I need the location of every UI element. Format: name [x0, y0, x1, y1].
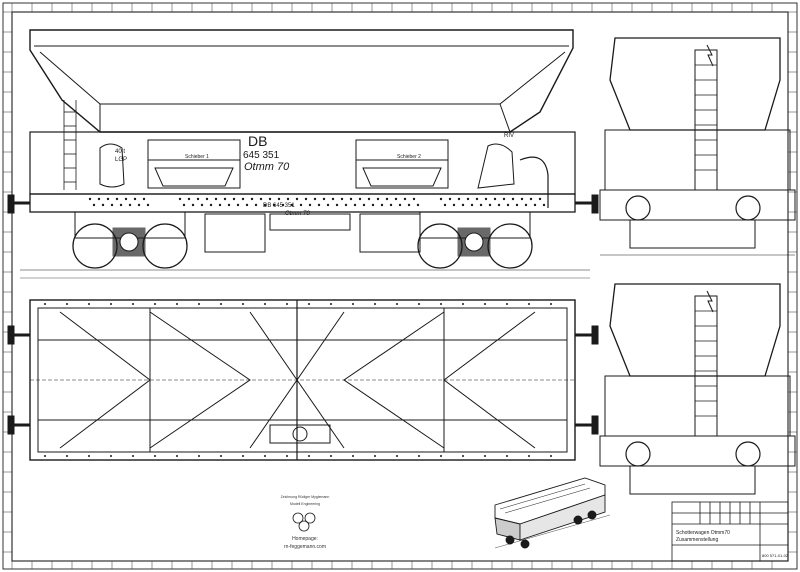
drawing-number: 800 571-01-02: [762, 553, 789, 558]
logo-icon: [292, 512, 316, 532]
credits-line2: Modell Engineering: [290, 502, 320, 506]
title-block-subtitle: Zusammenstellung: [676, 537, 718, 543]
homepage-label: Homepage:: [292, 536, 318, 542]
title-block-title: Schotterwagen Otmm70: [676, 530, 730, 536]
load-label: 40 t: [115, 149, 125, 155]
credits-line1: Zeichnung Rüdiger Mygiemann: [281, 495, 330, 499]
side-view: [7, 29, 599, 279]
lower-class: Otmm 70: [285, 211, 310, 217]
rail-mark: RIV: [504, 133, 514, 139]
credits-block: Zeichnung Rüdiger Mygiemann Modell Engin…: [281, 495, 330, 550]
title-block: [671, 501, 789, 562]
top-view: [7, 299, 599, 461]
wagon-number: 645 351: [243, 150, 280, 161]
bogie-right: [417, 211, 533, 269]
wagon-3d-thumbnail: [494, 477, 611, 549]
end-view-lower: [599, 283, 796, 495]
rail-label: LGP: [115, 157, 127, 163]
homepage-url[interactable]: rn-feggemann.com: [284, 544, 326, 550]
lower-number: DB 645 351: [263, 203, 295, 209]
side-markings: DB 645 351 Otmm 70 Schieber 1 Schieber 2…: [115, 133, 514, 217]
wagon-class: Otmm 70: [244, 161, 290, 173]
end-view-upper: [599, 37, 796, 256]
hatch-label-2: Schieber 2: [397, 154, 421, 160]
bogie-left: [72, 211, 188, 269]
hatch-label-1: Schieber 1: [185, 154, 209, 160]
owner-mark: DB: [248, 133, 267, 149]
